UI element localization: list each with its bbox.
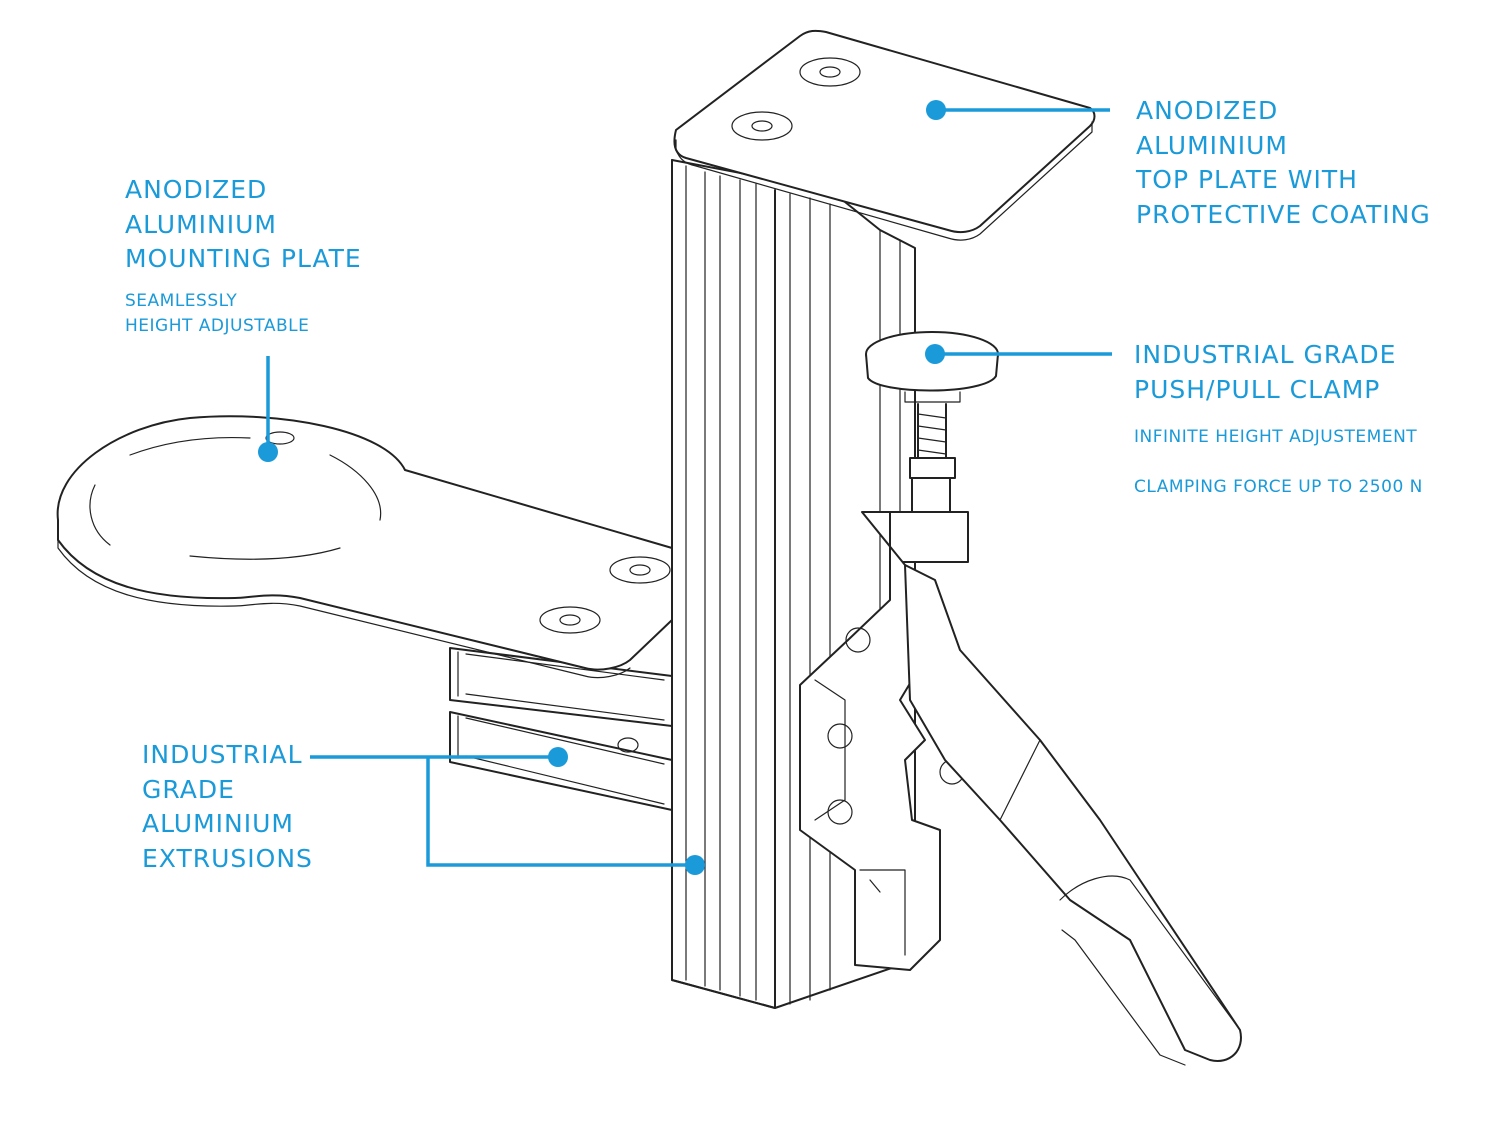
callout-mounting-plate-subtitle: SEAMLESSLY HEIGHT ADJUSTABLE [125, 290, 310, 336]
callout-extrusions: INDUSTRIAL GRADE ALUMINIUM EXTRUSIONS [142, 738, 313, 876]
marker-extrusion-vertical [685, 855, 705, 875]
marker-extrusion-horizontal [548, 747, 568, 767]
callout-clamp-title: INDUSTRIAL GRADE PUSH/PULL CLAMP [1134, 340, 1397, 404]
horizontal-extrusions [449, 647, 673, 811]
top-plate [673, 29, 1096, 241]
marker-top-plate [926, 100, 946, 120]
marker-clamp [925, 344, 945, 364]
callout-mounting-plate-title: ANODIZED ALUMINIUM MOUNTING PLATE [125, 175, 362, 273]
callout-top-plate: ANODIZED ALUMINIUM TOP PLATE WITH PROTEC… [1136, 94, 1431, 232]
callout-extrusions-title: INDUSTRIAL GRADE ALUMINIUM EXTRUSIONS [142, 740, 313, 873]
leader-extrusions [310, 755, 695, 867]
callout-clamp-note-height: INFINITE HEIGHT ADJUSTEMENT [1134, 427, 1418, 447]
leader-lines [258, 100, 1112, 875]
callout-clamp-note-force: CLAMPING FORCE UP TO 2500 N [1134, 477, 1423, 497]
callout-top-plate-title: ANODIZED ALUMINIUM TOP PLATE WITH PROTEC… [1136, 96, 1431, 229]
mounting-plate [56, 415, 673, 679]
marker-mounting-plate [258, 442, 278, 462]
callout-mounting-plate: ANODIZED ALUMINIUM MOUNTING PLATE SEAMLE… [125, 173, 362, 339]
callout-clamp: INDUSTRIAL GRADE PUSH/PULL CLAMP INFINIT… [1134, 338, 1423, 500]
